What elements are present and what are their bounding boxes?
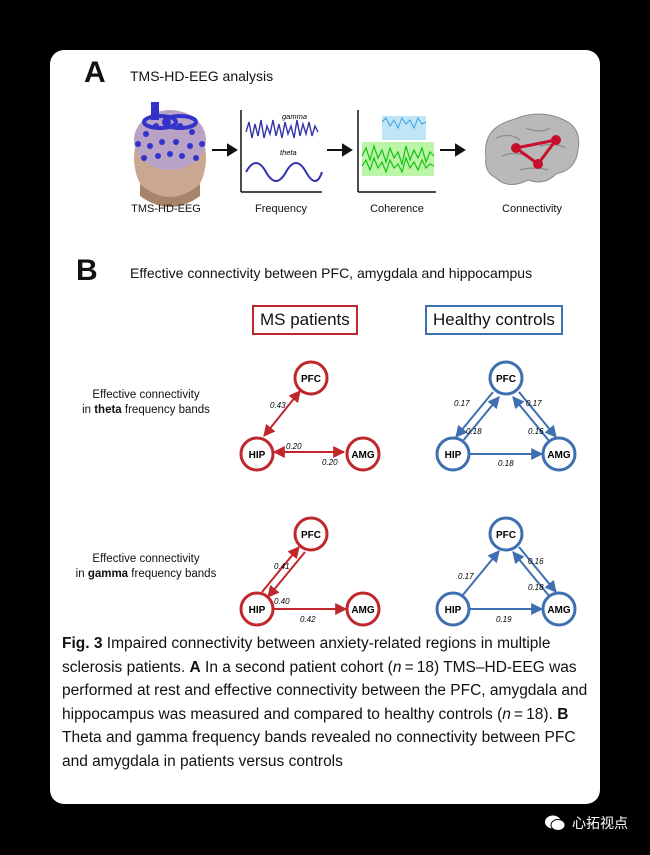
- caption-fig-label: Fig. 3: [62, 635, 103, 652]
- hc-theta-diagram: 0.17 0.17 0.18 0.16 0.18 PFC HIP AMG: [435, 360, 577, 472]
- ms-patients-label: MS patients: [252, 305, 358, 335]
- step-label-frequency: Frequency: [255, 203, 307, 215]
- ms-theta-hip-node: [239, 436, 275, 472]
- ms-theta-amg-node: [345, 436, 381, 472]
- watermark-text: 心拓视点: [572, 816, 628, 832]
- ms-gamma-hip-amg: 0.42: [300, 615, 316, 624]
- hc-theta-hip-amg: 0.18: [498, 459, 514, 468]
- row-label-gamma: Effective connectivity in gamma frequenc…: [75, 553, 217, 580]
- hc-gamma-amg-node: [541, 591, 577, 627]
- brain-connectivity-image: [485, 113, 580, 185]
- svg-text:AMG: AMG: [547, 605, 571, 616]
- ms-gamma-pfc-node: [293, 516, 329, 552]
- panel-b-letter: B: [76, 254, 98, 287]
- hc-theta-hip-pfc: 0.18: [466, 427, 482, 436]
- svg-text:PFC: PFC: [496, 374, 516, 385]
- svg-text:AMG: AMG: [547, 450, 571, 461]
- eeg-head-image: [134, 102, 206, 207]
- hc-gamma-amg-pfc: 0.18: [528, 583, 544, 592]
- svg-text:AMG: AMG: [351, 605, 375, 616]
- hc-gamma-hip-node: [435, 591, 471, 627]
- hc-theta-amg-node: [541, 436, 577, 472]
- svg-text:HIP: HIP: [445, 450, 462, 461]
- ms-theta-hip-amg-bottom: 0.20: [322, 458, 338, 467]
- wechat-icon: [545, 815, 566, 831]
- step-label-coherence: Coherence: [370, 203, 424, 215]
- svg-text:AMG: AMG: [351, 450, 375, 461]
- svg-text:HIP: HIP: [445, 605, 462, 616]
- hc-theta-pfc-amg: 0.17: [526, 399, 542, 408]
- ms-theta-hip-amg-top: 0.20: [286, 442, 302, 451]
- ms-gamma-hip-node: [239, 591, 275, 627]
- coherence-plot: [357, 110, 436, 193]
- ms-gamma-hip-pfc-bottom: 0.40: [274, 597, 290, 606]
- svg-text:HIP: HIP: [249, 450, 266, 461]
- step-label-eeg: TMS-HD-EEG: [131, 203, 201, 215]
- figure-caption: Fig. 3 Impaired connectivity between anx…: [62, 635, 588, 770]
- svg-text:PFC: PFC: [301, 530, 321, 541]
- gamma-label: gamma: [282, 112, 307, 121]
- hc-gamma-diagram: 0.17 0.16 0.18 0.19 PFC HIP AMG: [435, 516, 577, 627]
- step-label-connectivity: Connectivity: [502, 203, 562, 215]
- theta-label: theta: [280, 148, 297, 157]
- ms-gamma-hip-pfc-top: 0.41: [274, 562, 290, 571]
- ms-theta-hip-pfc: 0.43: [270, 401, 286, 410]
- hc-gamma-pfc-node: [488, 516, 524, 552]
- ms-gamma-diagram: 0.41 0.40 0.42 PFC HIP AMG: [239, 516, 381, 627]
- watermark: 心拓视点: [544, 813, 628, 833]
- hc-theta-pfc-node: [488, 360, 524, 396]
- hc-theta-amg-pfc: 0.16: [528, 427, 544, 436]
- healthy-controls-label: Healthy controls: [425, 305, 563, 335]
- connectivity-diagrams: 0.43 0.20 0.20 PFC HIP AMG 0.17 0.17 0.1…: [239, 360, 577, 627]
- svg-text:PFC: PFC: [496, 530, 516, 541]
- svg-text:PFC: PFC: [301, 374, 321, 385]
- svg-text:HIP: HIP: [249, 605, 266, 616]
- ms-theta-pfc-node: [293, 360, 329, 396]
- row-label-theta: Effective connectivity in theta frequenc…: [82, 389, 210, 416]
- panel-a-letter: A: [84, 56, 106, 89]
- hc-theta-pfc-hip: 0.17: [454, 399, 470, 408]
- ms-theta-diagram: 0.43 0.20 0.20 PFC HIP AMG: [239, 360, 381, 472]
- hc-theta-hip-node: [435, 436, 471, 472]
- panel-b-title: Effective connectivity between PFC, amyg…: [130, 265, 533, 281]
- figure-card: A TMS-HD-EEG analysis: [50, 50, 600, 804]
- hc-gamma-hip-amg: 0.19: [496, 615, 512, 624]
- ms-gamma-amg-node: [345, 591, 381, 627]
- hc-gamma-hip-pfc: 0.17: [458, 572, 474, 581]
- pipeline-graphic: gamma theta: [134, 102, 580, 207]
- frequency-plot: gamma theta: [240, 110, 323, 193]
- hc-gamma-pfc-amg: 0.16: [528, 557, 544, 566]
- panel-a-title: TMS-HD-EEG analysis: [130, 68, 274, 84]
